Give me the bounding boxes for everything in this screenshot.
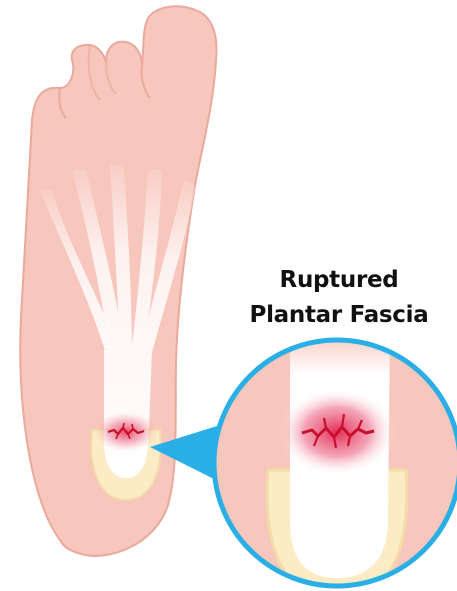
label-line-2: Plantar Fascia (228, 298, 450, 333)
figure-label: Ruptured Plantar Fascia (228, 263, 450, 333)
magnified-heel-callout (214, 330, 457, 591)
rupture-site (94, 412, 158, 452)
label-line-1: Ruptured (228, 263, 450, 298)
